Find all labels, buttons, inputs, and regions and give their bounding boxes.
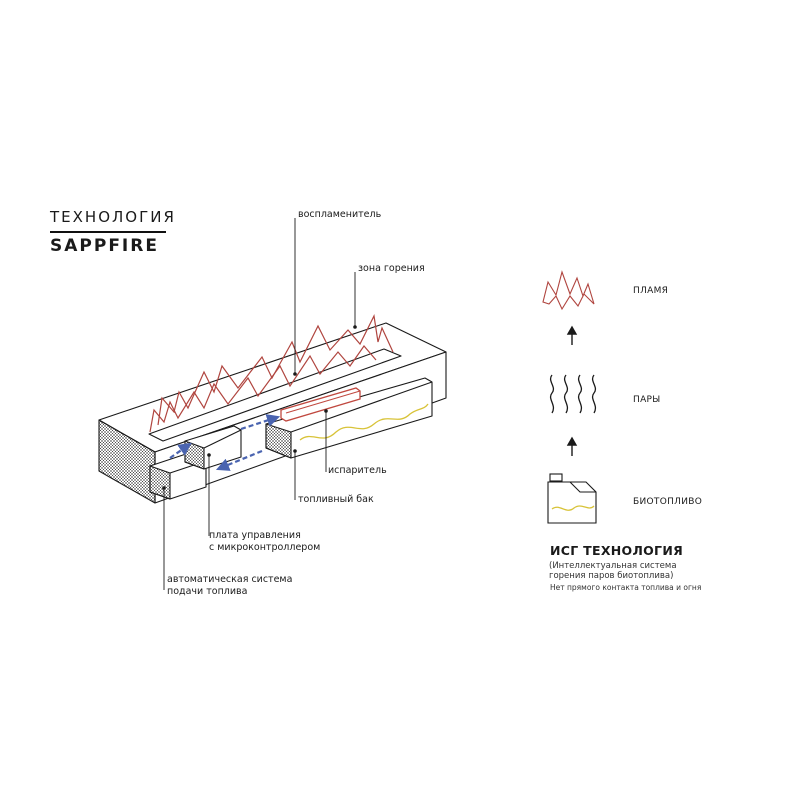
isg-note: Нет прямого контакта топлива и огня [550,583,702,592]
label-combustion-zone: зона горения [358,263,425,274]
isg-title: ИСГ ТЕХНОЛОГИЯ [550,543,684,558]
title-technology: ТЕХНОЛОГИЯ [50,208,176,226]
fuel-tank-side-mesh [265,423,292,459]
burner-slot [148,348,402,442]
legend-canister-icon [547,473,597,524]
isg-subtitle-line1: (Интеллектуальная система [549,561,677,571]
fuel-wave [299,403,429,441]
legend-biofuel-label: БИОТОПЛИВО [633,497,703,507]
label-auto-feed: автоматическая система подачи топлива [167,574,292,598]
label-auto-feed-line2: подачи топлива [167,586,248,597]
flame-front [149,345,377,433]
auto-feed-mesh [149,465,171,500]
legend-flame-icon [542,270,595,311]
isg-subtitle-line2: горения паров биотоплива) [549,571,674,581]
legend-vapor-icon [549,374,597,414]
label-control-board: плата управления с микроконтроллером [209,530,320,554]
label-control-board-line1: плата управления [209,530,301,541]
label-evaporator: испаритель [328,465,387,476]
legend-vapors-label: ПАРЫ [633,395,661,405]
label-auto-feed-line1: автоматическая система [167,574,293,585]
isg-subtitle: (Интеллектуальная система горения паров … [549,561,677,581]
flame-back [157,314,394,426]
title-sappfire: SAPPFIRE [50,236,159,256]
title-divider [50,231,166,233]
evaporator [280,387,361,422]
label-igniter: воспламенитель [298,209,382,220]
label-fuel-tank: топливный бак [298,494,374,505]
label-control-board-line2: с микроконтроллером [209,542,321,553]
legend-flame-label: ПЛАМЯ [633,286,669,296]
